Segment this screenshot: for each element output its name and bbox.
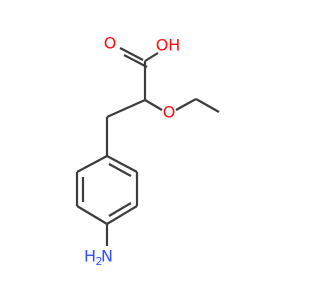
bond-alpha-benzylic: [106, 98, 146, 119]
amine-nitrogen-label: N: [101, 247, 113, 266]
amine-subscript-label: 2: [96, 255, 103, 268]
ring-inner-bond-2: [108, 202, 132, 217]
bond-c-o-double-a: [119, 47, 144, 61]
carbonyl-oxygen-label: O: [104, 34, 117, 53]
ether-oxygen-label: O: [163, 103, 176, 122]
bond-alpha-ether-o: [144, 99, 163, 111]
ring-inner-bond-1: [108, 163, 132, 177]
ring-bond-4: [76, 205, 108, 225]
chemical-structure-diagram: OH O O N H 2: [75, 34, 220, 269]
ring-bond-3: [106, 205, 138, 225]
bond-group: [75, 47, 220, 246]
bond-c-oh: [144, 52, 159, 62]
bond-ethyl: [195, 98, 220, 113]
ring-bond-6: [76, 155, 108, 173]
bond-ether-o-ch2: [175, 98, 197, 111]
amine-hydrogen-label: H: [84, 247, 96, 266]
hydroxyl-label: OH: [156, 36, 181, 55]
bond-c-o-double-b: [123, 54, 148, 68]
ring-bond-1: [106, 155, 138, 173]
atom-labels: OH O O N H 2: [84, 34, 180, 269]
